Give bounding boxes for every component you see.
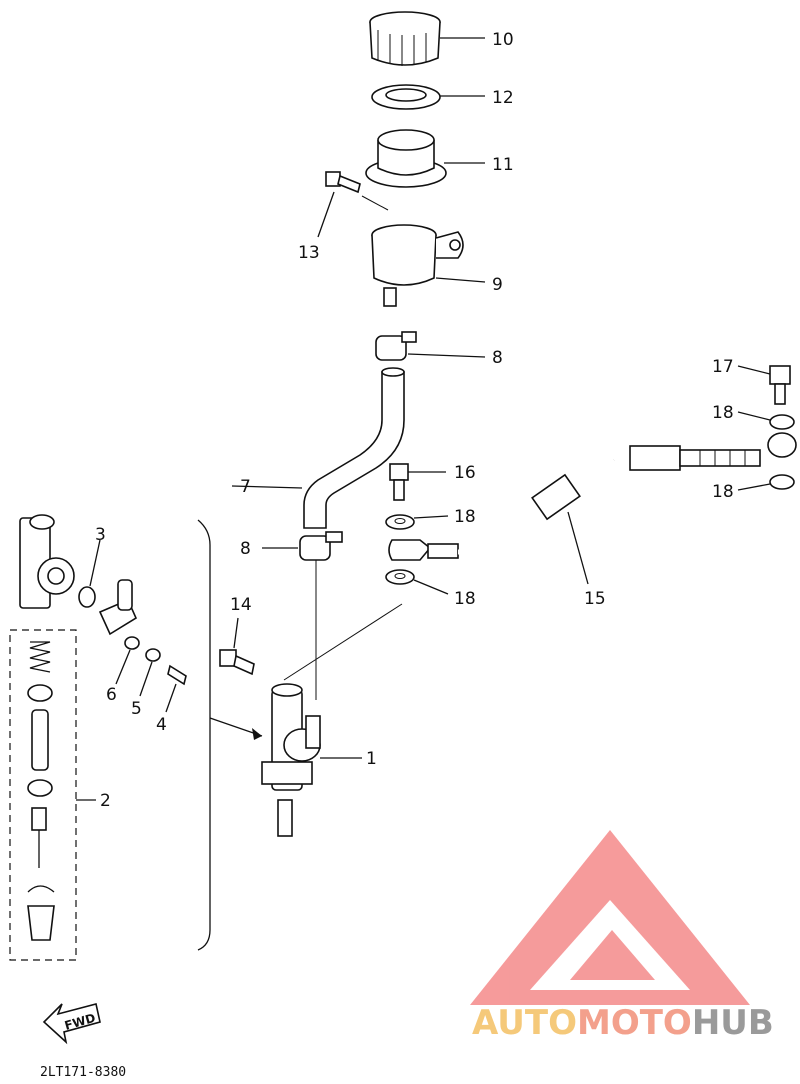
fwd-arrow-icon — [42, 1003, 101, 1045]
logo-text: AUTOMOTOHUB — [472, 1003, 774, 1043]
label-6: 6 — [106, 685, 117, 705]
banjo-bolt-right — [769, 365, 791, 405]
label-11: 11 — [492, 155, 514, 175]
label-5: 5 — [131, 699, 142, 719]
o-ring — [78, 586, 96, 608]
hose-clamp-upper — [375, 331, 417, 361]
logo-auto: AUTO — [472, 1003, 577, 1043]
copper-washer-b — [385, 569, 415, 585]
logo-moto: MOTO — [577, 1003, 692, 1043]
repair-kit-box — [9, 629, 77, 961]
bolt-4 — [167, 664, 187, 686]
logo-mark — [470, 830, 750, 1005]
label-13: 13 — [298, 243, 320, 263]
label-7: 7 — [240, 477, 251, 497]
cylinder-body-left — [19, 514, 75, 609]
label-4: 4 — [156, 715, 167, 735]
label-8-upper: 8 — [492, 348, 503, 368]
nut-5 — [145, 648, 161, 662]
banjo-fitting-right — [767, 432, 797, 458]
diagram-code: 2LT171-8380 — [40, 1065, 126, 1080]
label-17: 17 — [712, 357, 734, 377]
label-1: 1 — [366, 749, 377, 769]
label-18-right-lower: 18 — [712, 482, 734, 502]
diaphragm — [365, 129, 447, 188]
label-2: 2 — [100, 791, 111, 811]
logo-hub: HUB — [692, 1003, 774, 1043]
label-16: 16 — [454, 463, 476, 483]
label-15: 15 — [584, 589, 606, 609]
joint-fitting — [98, 579, 138, 636]
label-3: 3 — [95, 525, 106, 545]
master-cylinder — [261, 683, 321, 837]
mount-bolt — [219, 649, 255, 676]
brake-hose — [388, 445, 761, 561]
label-18-center-upper: 18 — [454, 507, 476, 527]
union-bolt — [389, 463, 409, 501]
label-12: 12 — [492, 88, 514, 108]
copper-washer-d — [769, 474, 795, 490]
label-14: 14 — [230, 595, 252, 615]
label-8-lower: 8 — [240, 539, 251, 559]
copper-washer-a — [385, 514, 415, 530]
reservoir-screw — [325, 171, 361, 194]
washer-6 — [124, 636, 140, 650]
reservoir-tank — [371, 224, 464, 307]
diaphragm-plate — [371, 84, 441, 110]
label-9: 9 — [492, 275, 503, 295]
label-18-right-upper: 18 — [712, 403, 734, 423]
reservoir-hose — [303, 367, 405, 529]
copper-washer-c — [769, 414, 795, 430]
repair-kit-parts — [27, 641, 55, 941]
label-18-center-lower: 18 — [454, 589, 476, 609]
hose-clamp-lower — [299, 531, 343, 561]
label-10: 10 — [492, 30, 514, 50]
reservoir-cap — [369, 11, 441, 66]
